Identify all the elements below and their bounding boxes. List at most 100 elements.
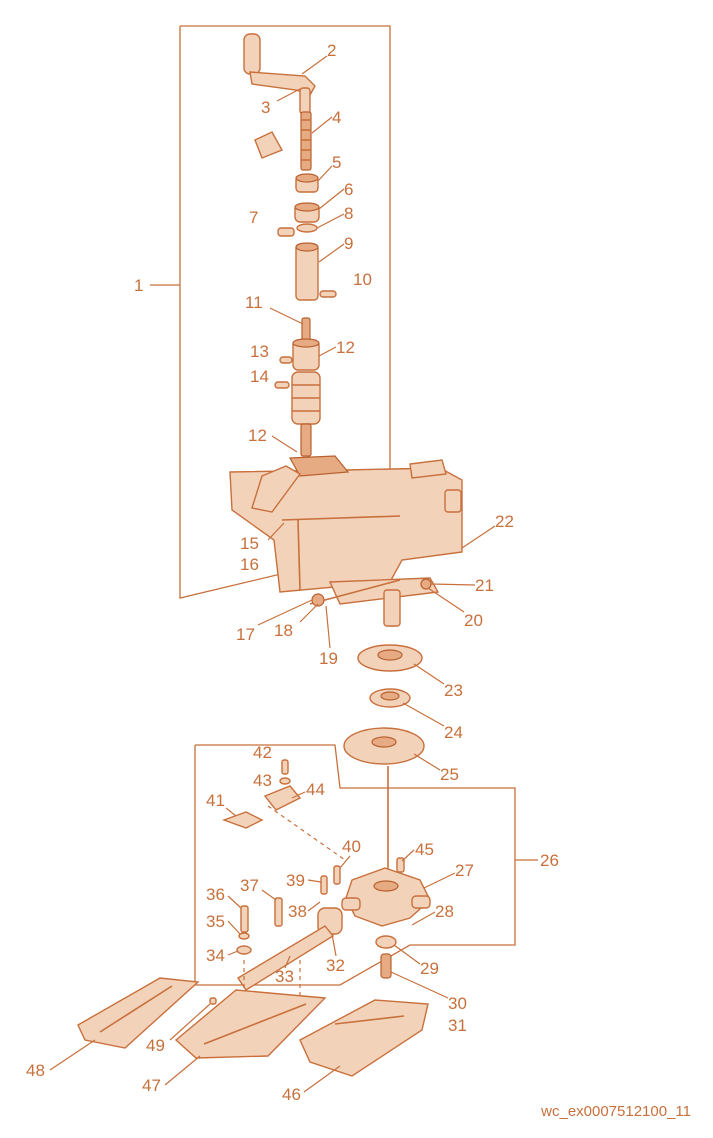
leader-47 — [164, 1055, 201, 1086]
callout-49: 49 — [146, 1036, 165, 1055]
leader-32 — [331, 933, 337, 957]
leader-34 — [227, 950, 239, 956]
callout-30: 30 — [448, 994, 467, 1013]
lower-shaft-part — [300, 423, 312, 457]
trowel-disc-part — [343, 727, 425, 765]
nut-34-part — [236, 945, 252, 955]
leader-35 — [227, 920, 241, 935]
callout-35: 35 — [206, 912, 225, 931]
upper-collar-part — [292, 338, 320, 371]
callout-11: 11 — [245, 293, 263, 312]
callout-32: 32 — [326, 956, 345, 975]
leader-15 — [267, 522, 285, 541]
leader-40 — [339, 855, 351, 869]
spring-coil-part — [291, 371, 321, 425]
leader-33 — [284, 955, 291, 969]
callout-9: 9 — [344, 234, 353, 253]
spider-hub-part — [341, 867, 431, 927]
bolt-37-part — [274, 897, 283, 927]
callout-47: 47 — [142, 1076, 161, 1095]
blade-arm-part — [237, 925, 335, 991]
screw-14-part — [274, 381, 290, 389]
clamp-41-part — [221, 811, 264, 829]
callout-6: 6 — [344, 180, 353, 199]
callout-18: 18 — [274, 621, 293, 640]
callout-4: 4 — [332, 108, 341, 127]
callout-48: 48 — [26, 1061, 45, 1080]
callout-7: 7 — [249, 208, 258, 227]
callout-22: 22 — [495, 512, 514, 531]
callout-37: 37 — [240, 876, 259, 895]
callout-41: 41 — [206, 791, 225, 810]
trowel-blade-47 — [174, 989, 327, 1059]
leader-48 — [49, 1039, 96, 1071]
callout-15: 15 — [240, 534, 259, 553]
trowel-blade-48 — [77, 977, 200, 1049]
leader-11 — [269, 307, 304, 325]
callout-12a: 12 — [336, 338, 355, 357]
washer-part — [296, 223, 318, 233]
pin-45-part — [396, 857, 405, 873]
leader-20 — [427, 587, 465, 613]
bolt-42-part — [281, 759, 289, 775]
leader-25 — [413, 753, 441, 771]
leader-19 — [325, 605, 331, 649]
leader-37 — [261, 889, 277, 901]
nut-29-part — [375, 935, 397, 949]
screw-40-part — [333, 865, 341, 885]
leader-41 — [225, 807, 237, 817]
screw-39-part — [320, 875, 328, 895]
crank-handle-part — [243, 33, 316, 115]
leader-6 — [318, 188, 345, 210]
callout-16: 16 — [240, 555, 259, 574]
leader-12a — [318, 346, 337, 357]
leader-30 — [390, 971, 449, 999]
callout-31: 31 — [448, 1016, 467, 1035]
leader-12b — [271, 435, 298, 453]
nut-part — [295, 173, 319, 193]
cotter-pin-part — [319, 290, 337, 298]
callout-46: 46 — [282, 1085, 301, 1104]
trowel-blade-46 — [299, 999, 429, 1077]
bushing-part — [294, 202, 320, 223]
callout-1: 1 — [134, 276, 143, 295]
flange-disc-part — [357, 644, 423, 672]
callout-17: 17 — [236, 625, 255, 644]
callout-39: 39 — [286, 871, 305, 890]
bracket-44-part — [263, 785, 302, 811]
spacer-ring-part — [369, 688, 411, 708]
callout-3: 3 — [261, 98, 270, 117]
machine-frame — [229, 455, 463, 627]
callout-25: 25 — [440, 765, 459, 784]
pin-49-part — [209, 997, 217, 1005]
callout-23: 23 — [444, 681, 463, 700]
callout-45: 45 — [415, 840, 434, 859]
reference-code: wc_ex0007512100_11 — [541, 1103, 691, 1120]
washer-43-part — [279, 777, 291, 785]
bolt-36-part — [240, 905, 249, 933]
leader-4 — [311, 116, 333, 134]
leader-2 — [301, 55, 328, 75]
leader-29 — [393, 944, 421, 965]
callout-36: 36 — [206, 885, 225, 904]
bolt-30-part — [380, 953, 392, 979]
callout-14: 14 — [250, 367, 269, 386]
leader-28 — [411, 911, 436, 926]
leader-22 — [461, 525, 496, 549]
callout-34: 34 — [206, 946, 225, 965]
callout-20: 20 — [464, 611, 483, 630]
callout-8: 8 — [344, 204, 353, 223]
callout-38: 38 — [288, 902, 307, 921]
leader-46 — [303, 1065, 341, 1093]
callout-24: 24 — [444, 723, 463, 742]
clip-part — [254, 131, 283, 159]
leader-9 — [318, 243, 345, 263]
threaded-rod-part — [300, 111, 312, 171]
leader-36 — [227, 895, 242, 909]
callout-33: 33 — [275, 967, 294, 986]
callout-2: 2 — [327, 41, 336, 60]
callout-21: 21 — [475, 576, 494, 595]
callout-26: 26 — [540, 851, 559, 870]
callout-29: 29 — [420, 959, 439, 978]
alignment-dash-upper — [267, 805, 346, 861]
